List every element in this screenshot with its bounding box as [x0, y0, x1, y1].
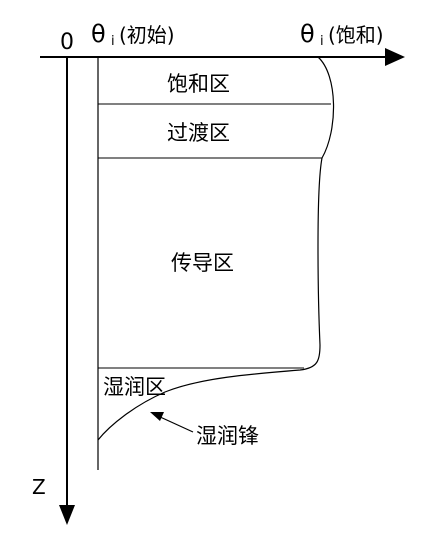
- wetting-zone-label: 湿润区: [103, 375, 166, 399]
- saturation-zone-label: 饱和区: [167, 72, 230, 96]
- wetting-front-pointer-arrowhead: [150, 412, 164, 421]
- moisture-profile-curve: [97, 56, 335, 441]
- theta-initial-subscript: i: [111, 34, 115, 49]
- wetting-front-pointer: [157, 415, 194, 433]
- theta-initial-symbol: θ: [91, 20, 106, 48]
- z-axis-label: Z: [32, 475, 46, 499]
- theta-initial-note: (初始): [119, 23, 175, 47]
- z-axis-arrowhead: [59, 505, 75, 525]
- theta-axis-arrowhead: [385, 48, 405, 66]
- theta-saturated-subscript: i: [320, 34, 324, 49]
- transmission-zone-label: 传导区: [171, 251, 234, 275]
- transition-zone-label: 过渡区: [167, 121, 230, 145]
- theta-saturated-note: (饱和): [328, 23, 384, 47]
- origin-label: 0: [60, 30, 74, 55]
- wetting-front-label: 湿润锋: [196, 424, 259, 448]
- theta-saturated-symbol: θ: [300, 20, 315, 48]
